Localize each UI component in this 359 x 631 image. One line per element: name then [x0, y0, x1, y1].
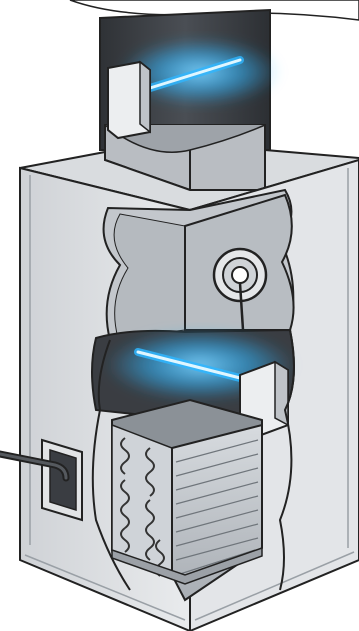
drain-access-panel — [42, 440, 82, 520]
upper-uv-unit — [108, 62, 150, 138]
